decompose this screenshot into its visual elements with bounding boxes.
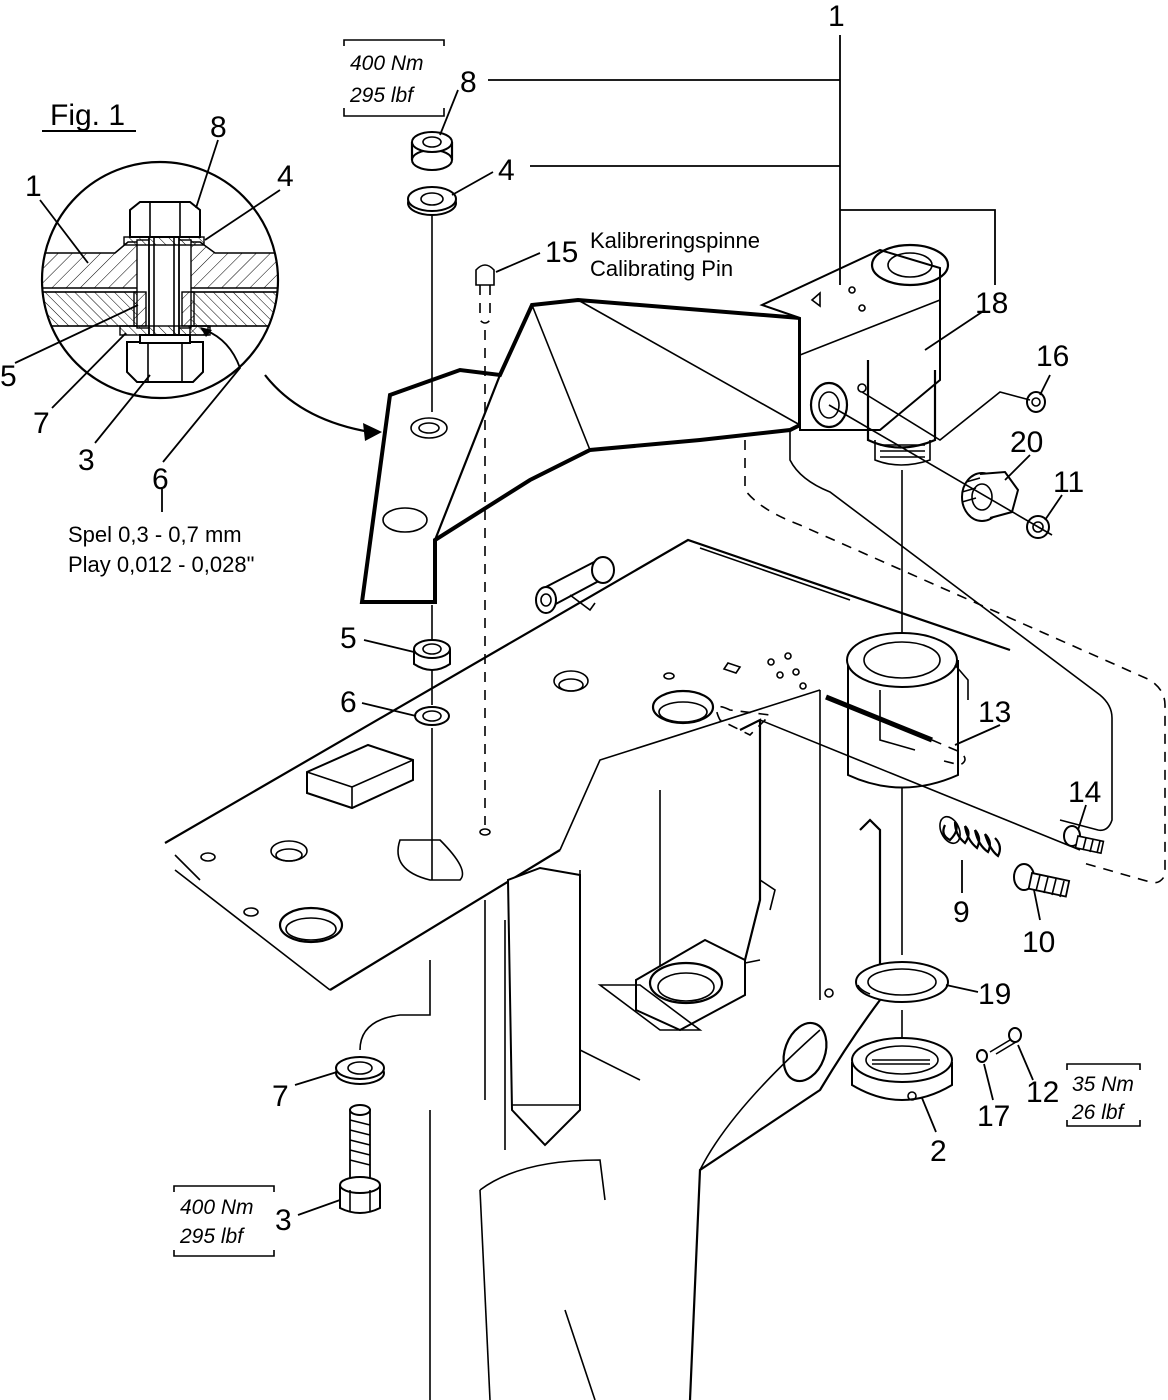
locknut-2 [851,1037,953,1101]
detail-pointer-arrow [264,374,371,434]
detail-label-3: 3 [78,444,95,477]
part-label-3: 3 [275,1204,292,1237]
part-label-16: 16 [1036,340,1069,373]
part-label-5: 5 [340,622,357,655]
torque-right-nm: 35 Nm [1072,1073,1134,1096]
washer-6 [414,706,450,726]
part-label-17: 17 [977,1100,1010,1133]
part-label-11: 11 [1053,466,1084,499]
spring-pin-13 [715,694,1081,851]
spring-9 [939,815,1002,858]
detail-label-4: 4 [277,160,294,193]
detail-label-8: 8 [210,111,227,144]
washer-7 [335,1056,385,1085]
part-label-15: 15 [545,236,578,269]
roller-bracket [535,556,615,614]
calibrating-pin [475,264,495,836]
bushing-5 [413,639,451,671]
torque-top-nm: 400 Nm [350,52,424,75]
part-label-9: 9 [953,896,970,929]
screw-12 [989,1027,1022,1055]
part-label-10: 10 [1022,926,1055,959]
plug-20 [961,470,1020,522]
torque-box-right: 35 Nm 26 lbf [1066,1063,1141,1127]
torque-box-top: 400 Nm 295 lbf [343,39,445,117]
detail-label-6: 6 [152,463,169,496]
torque-right-lbf: 26 lbf [1071,1101,1126,1124]
torque-box-bottom: 400 Nm 295 lbf [173,1185,275,1257]
bolt-3 [339,1104,381,1214]
calibrating-pin-sv: Kalibreringspinne [590,228,760,253]
figure-title: Fig. 1 [42,99,136,132]
part-label-13: 13 [978,696,1011,729]
machine-frame [164,538,1011,1400]
calibrating-pin-en: Calibrating Pin [590,256,733,281]
axis-line-plug20 [828,404,1053,536]
part-label-18: 18 [975,287,1008,320]
torque-bottom-lbf: 295 lbf [179,1225,245,1248]
part-label-8: 8 [460,66,477,99]
nut-16 [1026,391,1046,413]
detail-label-5: 5 [0,360,17,393]
leader-lines [294,35,1087,1216]
arm-part [359,243,950,604]
housing [846,632,969,789]
axis-line-nut16 [861,391,1031,441]
part-label-14: 14 [1068,776,1101,809]
part-label-6: 6 [340,686,357,719]
part-label-12: 12 [1026,1076,1059,1109]
torque-top-lbf: 295 lbf [349,84,415,107]
detail-label-7: 7 [33,407,50,440]
part-label-1: 1 [828,0,845,33]
play-note-sv: Spel 0,3 - 0,7 mm [68,522,242,547]
part-label-19: 19 [978,978,1011,1011]
part-label-4: 4 [498,154,515,187]
part-label-2: 2 [930,1135,947,1168]
washer-4 [407,186,457,216]
torque-bottom-nm: 400 Nm [180,1196,254,1219]
screw-14 [1063,825,1105,855]
detail-section-view [14,139,281,512]
play-note-en: Play 0,012 - 0,028" [68,552,254,577]
washer-19 [855,961,949,1003]
figure-title-text: Fig. 1 [50,99,125,132]
washer-17 [976,1049,988,1063]
nut-8 [410,131,454,171]
part-label-20: 20 [1010,426,1043,459]
part-label-7: 7 [272,1080,289,1113]
detail-label-1: 1 [25,170,42,203]
bolt-10 [1013,863,1071,898]
